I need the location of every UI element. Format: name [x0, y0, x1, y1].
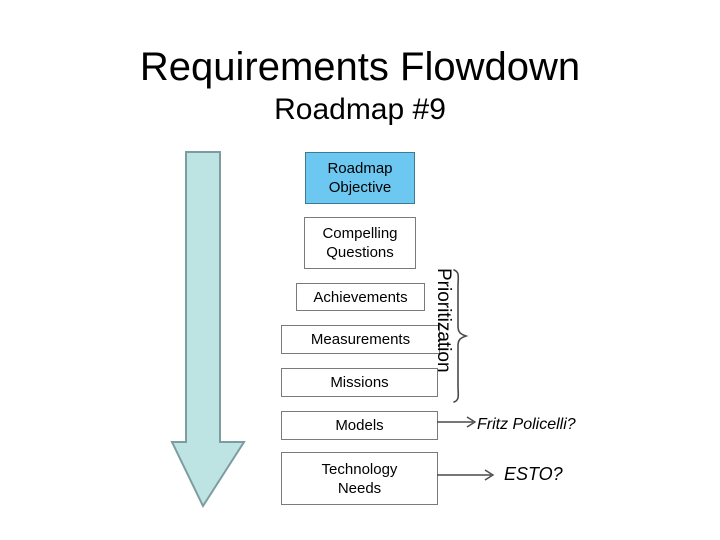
page-title: Requirements Flowdown	[139, 45, 581, 89]
curly-brace-icon	[448, 268, 474, 404]
flow-box-achievements[interactable]: Achievements	[296, 283, 425, 311]
annotation-models-owner: Fritz Policelli?	[477, 416, 576, 433]
arrow-right-icon-technology-needs	[437, 468, 497, 482]
arrow-right-icon-models	[437, 415, 479, 429]
flow-box-compelling-questions[interactable]: Compelling Questions	[304, 217, 416, 269]
annotation-technology-needs-owner: ESTO?	[504, 464, 563, 484]
flow-box-measurements[interactable]: Measurements	[281, 325, 440, 354]
flow-box-roadmap-objective[interactable]: Roadmap Objective	[305, 152, 415, 204]
down-arrow-icon	[170, 150, 254, 510]
flow-box-models[interactable]: Models	[281, 411, 438, 440]
prioritization-label: Prioritization	[433, 268, 454, 373]
flow-box-missions[interactable]: Missions	[281, 368, 438, 397]
page-subtitle: Roadmap #9	[274, 93, 446, 126]
flow-box-technology-needs[interactable]: Technology Needs	[281, 452, 438, 505]
title-block: Requirements Flowdown Roadmap #9	[0, 44, 720, 128]
